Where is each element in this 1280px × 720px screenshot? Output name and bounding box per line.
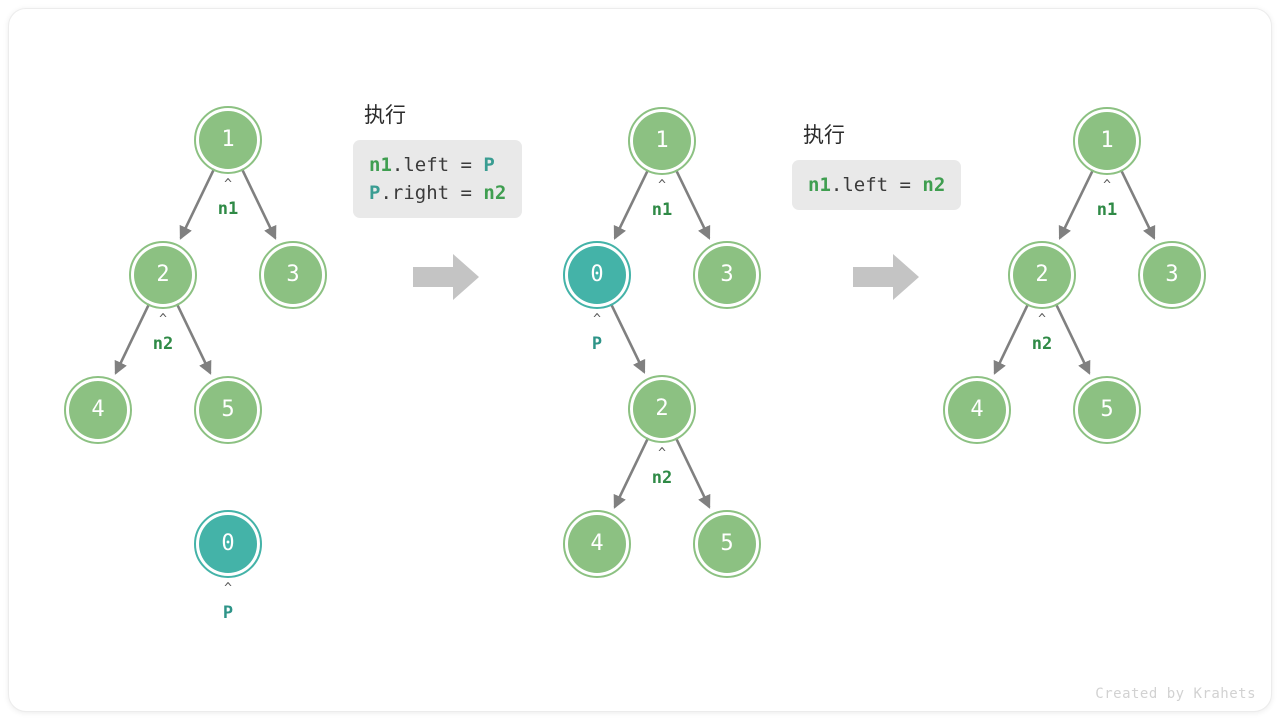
code-token: P [483,154,495,176]
node-value: 3 [720,262,734,287]
node-outer-ring [563,510,631,578]
pointer-caret-icon: ^ [224,581,232,596]
tree-node: 1 [1073,107,1141,175]
node-value: 4 [970,397,984,422]
pointer-caret-icon: ^ [1038,312,1046,327]
node-value: 5 [720,531,734,556]
tree-node: 3 [259,241,327,309]
pointer-label: ^ n1 [198,177,258,219]
pointer-label: ^ n2 [133,312,193,354]
node-value: 1 [655,128,669,153]
pointer-name: n1 [1096,200,1118,220]
node-value: 4 [91,397,105,422]
node-value: 0 [221,531,235,556]
tree-node: 5 [194,376,262,444]
node-value: 3 [286,262,300,287]
tree-node: 2 [1008,241,1076,309]
node-value: 2 [655,396,669,421]
node-outer-ring [628,375,696,443]
step-2-title: 执行 [803,123,845,147]
tree-node: 3 [693,241,761,309]
watermark-credit: Created by Krahets [1095,686,1256,702]
transition-block-arrow-icon [413,252,481,307]
code-token: n2 [922,174,946,196]
transition-block-arrow-icon [853,252,921,307]
pointer-caret-icon: ^ [224,177,232,192]
code-token: .right = [380,182,484,204]
pointer-name: P [591,334,603,354]
step-1-title: 执行 [364,103,406,127]
node-value: 5 [1100,397,1114,422]
tree-node: 3 [1138,241,1206,309]
node-value: 2 [1035,262,1049,287]
node-outer-ring [693,510,761,578]
node-value: 1 [221,127,235,152]
tree-node: 4 [943,376,1011,444]
pointer-caret-icon: ^ [159,312,167,327]
pointer-name: n1 [651,200,673,220]
node-outer-ring [194,106,262,174]
pointer-name: n1 [217,199,239,219]
step-2-code-block: n1.left = n2 [792,160,962,210]
pointer-caret-icon: ^ [658,178,666,193]
tree-node: 1 [194,106,262,174]
pointer-name: n2 [1031,334,1053,354]
pointer-label: ^P [567,312,627,354]
pointer-name: P [222,603,234,623]
pointer-caret-icon: ^ [658,446,666,461]
pointer-label: ^ n2 [1012,312,1072,354]
node-value: 5 [221,397,235,422]
node-outer-ring [194,510,262,578]
pointer-name: n2 [651,468,673,488]
node-outer-ring [194,376,262,444]
node-outer-ring [628,107,696,175]
node-outer-ring [1138,241,1206,309]
tree-node: 4 [563,510,631,578]
pointer-label: ^P [198,581,258,623]
code-token: n1 [808,174,831,196]
node-value: 0 [590,262,604,287]
tree-node: 0 [563,241,631,309]
node-outer-ring [259,241,327,309]
pointer-label: ^ n1 [1077,178,1137,220]
node-outer-ring [693,241,761,309]
node-outer-ring [64,376,132,444]
tree-node: 5 [693,510,761,578]
node-outer-ring [943,376,1011,444]
tree-node: 2 [628,375,696,443]
tree-node: 1 [628,107,696,175]
node-outer-ring [129,241,197,309]
node-outer-ring [1073,376,1141,444]
code-token: P [369,182,381,204]
pointer-label: ^ n2 [632,446,692,488]
code-token: n2 [483,182,507,204]
node-value: 1 [1100,128,1114,153]
node-outer-ring [1073,107,1141,175]
tree-node: 5 [1073,376,1141,444]
code-token: .left = [830,174,923,196]
code-line: P.right = n2 [369,179,506,207]
node-value: 2 [156,262,170,287]
node-value: 3 [1165,262,1179,287]
code-token: n1 [369,154,392,176]
pointer-label: ^ n1 [632,178,692,220]
pointer-name: n2 [152,334,174,354]
pointer-caret-icon: ^ [593,312,601,327]
node-outer-ring [563,241,631,309]
code-line: n1.left = n2 [808,171,945,199]
tree-node: 4 [64,376,132,444]
pointer-caret-icon: ^ [1103,178,1111,193]
tree-node: 2 [129,241,197,309]
tree-node: 0 [194,510,262,578]
code-line: n1.left = P [369,151,506,179]
code-token: .left = [391,154,484,176]
node-outer-ring [1008,241,1076,309]
node-value: 4 [590,531,604,556]
